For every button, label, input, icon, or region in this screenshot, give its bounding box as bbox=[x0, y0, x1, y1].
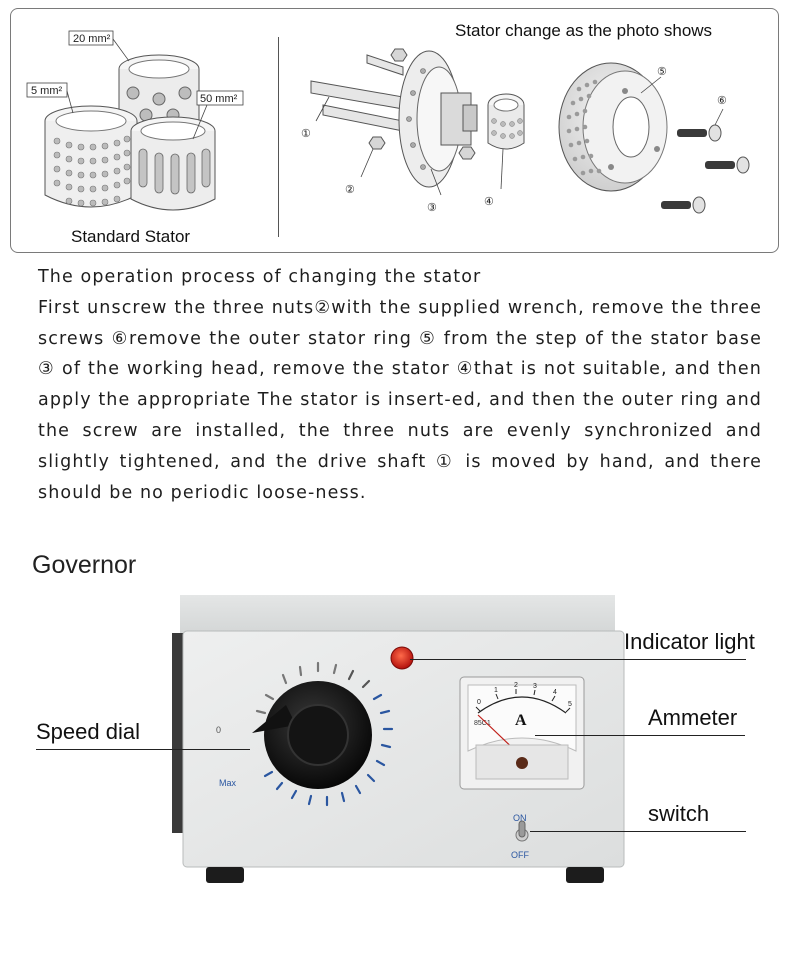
svg-text:20 mm²: 20 mm² bbox=[73, 33, 111, 45]
size-label-20mm: 20 mm² bbox=[68, 30, 130, 62]
meter-tick-5: 5 bbox=[568, 701, 572, 708]
size-label-5mm: 5 mm² bbox=[26, 82, 74, 114]
callout-indicator-light: Indicator light bbox=[624, 629, 755, 654]
switch-on-label: ON bbox=[513, 813, 527, 823]
drive-shaft bbox=[310, 54, 404, 132]
marker-1: ① bbox=[301, 128, 311, 140]
callout-line-switch bbox=[530, 831, 746, 832]
callout-ammeter: Ammeter bbox=[648, 705, 738, 730]
part-markers bbox=[315, 76, 724, 196]
indicator-light bbox=[390, 646, 414, 670]
nuts bbox=[368, 48, 476, 160]
governor-title: Governor bbox=[32, 551, 137, 579]
standard-stator-caption: Standard Stator bbox=[71, 227, 191, 246]
ammeter: 0 1 2 3 4 5 A 85C1 bbox=[459, 676, 585, 790]
switch-off-label: OFF bbox=[511, 850, 529, 860]
foot-left bbox=[206, 867, 244, 883]
power-switch[interactable] bbox=[515, 820, 529, 842]
stator-base bbox=[398, 50, 478, 188]
meter-tick-1: 1 bbox=[494, 687, 498, 694]
dial-min-label: 0 bbox=[216, 725, 221, 735]
callout-speed-dial: Speed dial bbox=[36, 719, 140, 744]
callout-line-indicator bbox=[410, 659, 746, 660]
callout-line-speed-dial bbox=[36, 749, 250, 750]
instructions-block: The operation process of changing the st… bbox=[38, 262, 762, 508]
standard-stator-5mm bbox=[44, 105, 138, 208]
governor-illustration: 0 Max 0 1 2 3 4 5 A 85C1 bbox=[172, 595, 625, 883]
governor-photo: 0 Max 0 1 2 3 4 5 A 85C1 bbox=[0, 585, 790, 885]
svg-text:50 mm²: 50 mm² bbox=[200, 93, 238, 105]
speed-dial-knob[interactable] bbox=[252, 681, 372, 789]
standard-stator-50mm bbox=[130, 116, 216, 211]
marker-2: ② bbox=[345, 184, 355, 196]
foot-right bbox=[566, 867, 604, 883]
marker-6: ⑥ bbox=[717, 95, 727, 107]
meter-model: 85C1 bbox=[474, 720, 491, 727]
meter-tick-2: 2 bbox=[514, 682, 518, 689]
size-label-50mm: 50 mm² bbox=[192, 90, 244, 140]
callout-line-ammeter bbox=[535, 735, 745, 736]
marker-3: ③ bbox=[427, 202, 437, 214]
stator-change-caption: Stator change as the photo shows bbox=[455, 21, 713, 40]
svg-text:5 mm²: 5 mm² bbox=[31, 85, 63, 97]
meter-tick-4: 4 bbox=[553, 689, 557, 696]
marker-4: ④ bbox=[484, 196, 494, 208]
instructions-heading: The operation process of changing the st… bbox=[38, 267, 482, 287]
meter-tick-3: 3 bbox=[533, 683, 537, 690]
marker-5: ⑤ bbox=[657, 66, 667, 78]
outer-stator-ring bbox=[558, 62, 668, 192]
dial-max-label: Max bbox=[219, 778, 237, 788]
instructions-body: First unscrew the three nuts②with the su… bbox=[38, 297, 762, 503]
meter-tick-0: 0 bbox=[477, 699, 481, 706]
panel-divider bbox=[278, 37, 279, 237]
stator-diagram: 20 mm² 5 mm² 50 mm² bbox=[26, 30, 750, 214]
inner-stator bbox=[487, 93, 525, 150]
dial-scale bbox=[255, 661, 394, 807]
meter-unit: A bbox=[515, 712, 527, 729]
screws bbox=[661, 124, 750, 214]
stator-diagram-panel: 20 mm² 5 mm² 50 mm² bbox=[10, 8, 779, 253]
callout-switch: switch bbox=[648, 801, 710, 826]
